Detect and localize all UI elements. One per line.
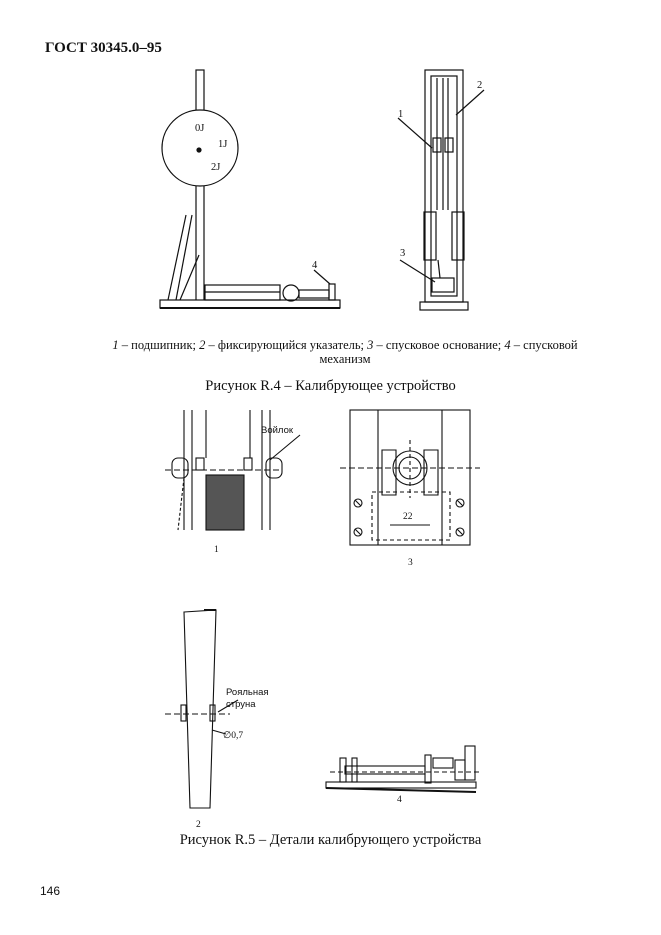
detail-number-3: 3	[408, 558, 413, 568]
document-header: ГОСТ 30345.0–95	[45, 40, 162, 56]
legend-text-3: – спусковое основание;	[373, 338, 505, 352]
legend-text-2: – фиксирующийся указатель;	[205, 338, 368, 352]
pointer-frame-drawing	[397, 69, 485, 311]
legend-text-4: – спусковой механизм	[319, 338, 578, 366]
legend-text-1: – подшипник;	[118, 338, 200, 352]
legend-number-1: 1	[112, 338, 119, 352]
figure-r4-legend: 1 – подшипник; 2 – фиксирующийся указате…	[90, 338, 600, 366]
wire-label-line-2: струна	[226, 699, 256, 710]
dial-label-2j: 2J	[211, 162, 220, 173]
figure-r5-drawing: Войлок 22 Рояльная струна ∅0,7 1 2 3 4	[165, 409, 480, 830]
part-number-4: 4	[312, 260, 318, 271]
dial-label-0j: 0J	[195, 123, 204, 134]
part-number-2: 2	[477, 80, 482, 91]
figure-r5-caption: Рисунок R.5 – Детали калибрующего устрой…	[179, 832, 482, 848]
legend-number-2: 2	[199, 338, 206, 352]
legend-number-4: 4	[504, 338, 511, 352]
part-number-3: 3	[400, 248, 405, 259]
detail-number-2: 2	[196, 820, 201, 830]
page-number: 146	[40, 884, 61, 898]
figure-r4-drawing: 0J 1J 2J 4 1 2 3	[159, 69, 485, 311]
pendulum-device-drawing	[159, 69, 341, 309]
wire-label-line-1: Рояльная	[226, 687, 269, 698]
detail-3-drawing	[340, 409, 480, 546]
figure-r4-caption: Рисунок R.4 – Калибрующее устройство	[205, 378, 456, 394]
dial-label-1j: 1J	[218, 139, 227, 150]
diameter-label: ∅0,7	[223, 730, 243, 741]
part-number-1: 1	[398, 109, 403, 120]
detail-number-4: 4	[397, 795, 402, 805]
detail-number-1: 1	[214, 545, 219, 555]
legend-number-3: 3	[367, 338, 374, 352]
felt-label: Войлок	[261, 425, 294, 436]
detail-4-drawing	[325, 745, 480, 793]
detail-1-drawing	[165, 410, 301, 531]
detail-2-drawing	[165, 609, 239, 809]
dimension-label: 22	[403, 512, 413, 522]
